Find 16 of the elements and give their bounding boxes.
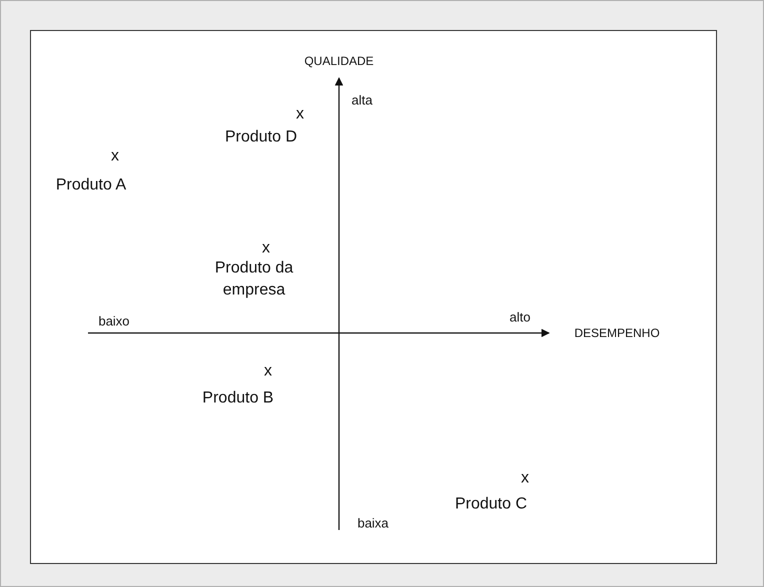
- product-label: Produto D: [224, 128, 298, 148]
- point-marker: x: [296, 104, 304, 125]
- product-label: Produto C: [454, 494, 528, 515]
- point-marker: x: [111, 146, 119, 167]
- axis-end-label: baixa: [357, 516, 389, 532]
- point-marker: x: [521, 468, 529, 489]
- point-marker: x: [264, 362, 272, 382]
- axis-title: QUALIDADE: [304, 54, 374, 70]
- axis-title: DESEMPENHO: [574, 326, 660, 342]
- axis-end-label: alta: [352, 92, 372, 110]
- axis-end-label: baixo: [98, 314, 130, 330]
- point-marker: x: [262, 238, 270, 259]
- product-label: Produto B: [202, 388, 274, 409]
- product-label: Produto da empresa: [214, 258, 294, 300]
- axis-end-label: alto: [510, 310, 530, 326]
- product-label: Produto A: [56, 176, 126, 196]
